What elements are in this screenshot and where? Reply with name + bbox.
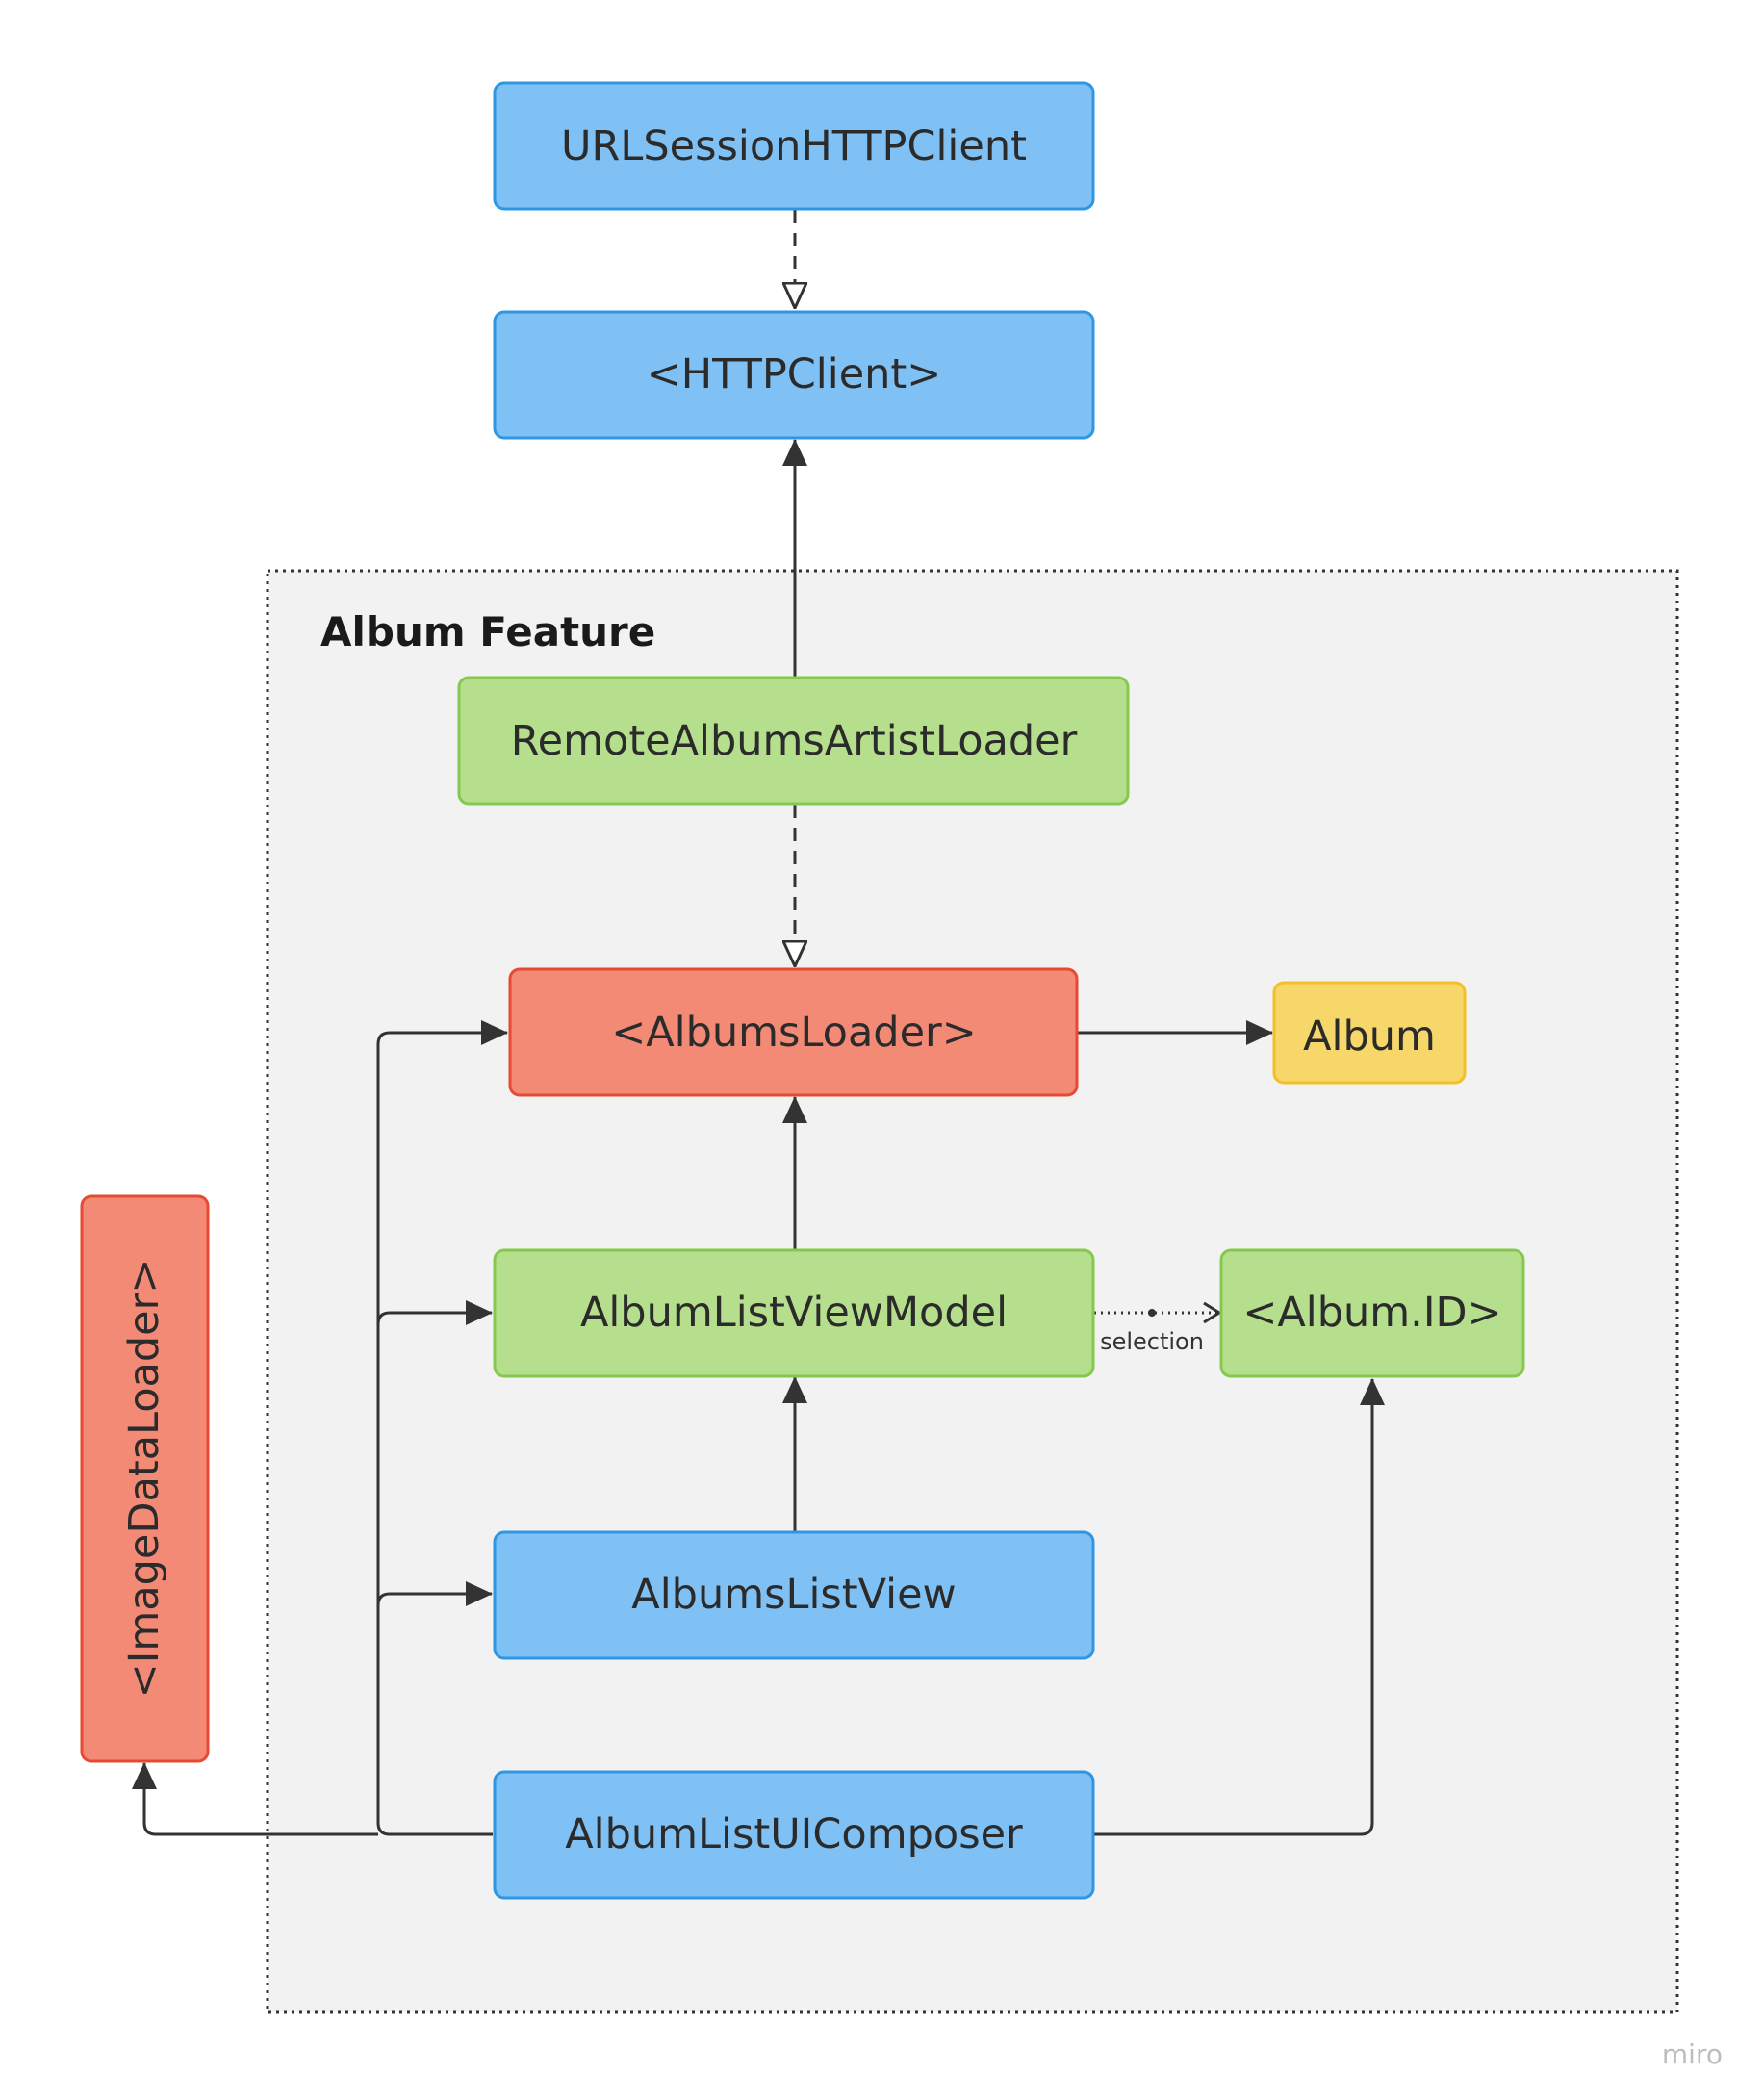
node-image-data-loader[interactable]: <ImageDataLoader>: [80, 1194, 210, 1763]
edge-composer-trunk: [376, 1020, 508, 1836]
node-label: <Album.ID>: [1242, 1289, 1501, 1337]
node-album-id[interactable]: <Album.ID>: [1219, 1248, 1525, 1378]
node-album-list-ui-composer[interactable]: AlbumListUIComposer: [493, 1770, 1095, 1900]
node-http-client[interactable]: <HTTPClient>: [493, 310, 1095, 440]
node-label: AlbumsListView: [631, 1571, 956, 1619]
node-label: RemoteAlbumsArtistLoader: [511, 717, 1078, 765]
node-label: <ImageDataLoader>: [120, 1259, 168, 1699]
edge-composer-to-imagedataloader: [132, 1762, 378, 1836]
edge-composer-to-listview: [376, 1581, 493, 1606]
miro-watermark: miro: [1662, 2038, 1723, 2070]
edge-composer-to-viewmodel: [376, 1300, 493, 1325]
node-album[interactable]: Album: [1272, 981, 1467, 1085]
node-label: <AlbumsLoader>: [611, 1009, 977, 1057]
node-albums-list-view[interactable]: AlbumsListView: [493, 1530, 1095, 1660]
edge-composer-to-albumid: [1094, 1378, 1385, 1836]
node-label: Album: [1303, 1012, 1436, 1061]
node-label: <HTTPClient>: [647, 350, 942, 398]
album-feature-title: Album Feature: [320, 608, 655, 655]
node-remote-albums-artist-loader[interactable]: RemoteAlbumsArtistLoader: [457, 676, 1130, 806]
node-albums-loader[interactable]: <AlbumsLoader>: [508, 967, 1079, 1097]
selection-dot: [1148, 1309, 1156, 1317]
node-label: URLSessionHTTPClient: [561, 122, 1027, 170]
node-label: AlbumListUIComposer: [565, 1810, 1023, 1858]
node-album-list-view-model[interactable]: AlbumListViewModel: [493, 1248, 1095, 1378]
node-urlsession-http-client[interactable]: URLSessionHTTPClient: [493, 81, 1095, 211]
selection-label: selection: [1100, 1328, 1204, 1355]
node-label: AlbumListViewModel: [580, 1289, 1008, 1337]
